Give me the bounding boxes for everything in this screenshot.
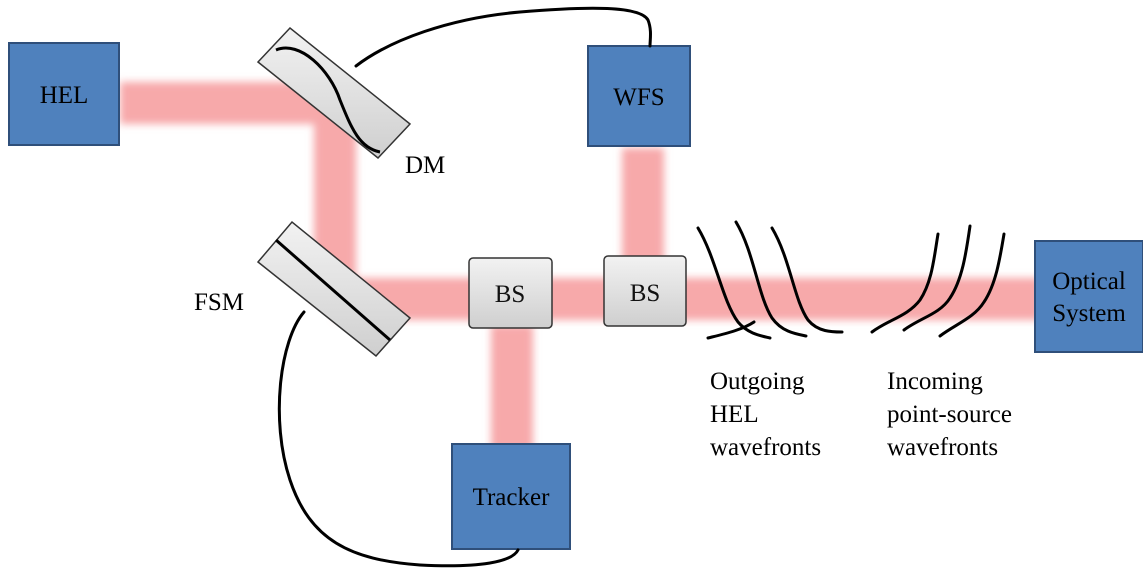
outgoing-caption-line2: HEL bbox=[710, 401, 759, 428]
deformable-mirror bbox=[256, 26, 412, 160]
outgoing-wavefront-1 bbox=[696, 226, 772, 340]
cable-dm-to-wfs bbox=[354, 6, 652, 68]
optical-label-line1: Optical bbox=[1052, 268, 1126, 295]
beam-splitter-right: BS bbox=[603, 255, 687, 327]
bs-right-label: BS bbox=[630, 280, 661, 307]
outgoing-caption: Outgoing HEL wavefronts bbox=[710, 368, 821, 461]
tracker-module: Tracker bbox=[451, 443, 571, 550]
incoming-wavefront-3 bbox=[938, 232, 1006, 338]
hel-module: HEL bbox=[8, 42, 120, 146]
incoming-caption-line2: point-source bbox=[887, 401, 1012, 428]
outgoing-wavefronts bbox=[696, 220, 844, 340]
incoming-caption-line3: wavefronts bbox=[887, 434, 998, 461]
control-cables bbox=[277, 6, 652, 568]
beam-bs-to-wfs bbox=[622, 148, 664, 263]
beam-fsm-to-optical bbox=[335, 278, 1040, 320]
outgoing-wavefront-3 bbox=[770, 226, 844, 334]
fsm-surface-line bbox=[275, 238, 391, 342]
dm-label: DM bbox=[405, 152, 445, 179]
incoming-wavefront-2 bbox=[902, 224, 972, 332]
fast-steering-mirror bbox=[256, 220, 412, 358]
beam-bs-to-tracker bbox=[491, 325, 533, 450]
bs-left-label: BS bbox=[495, 281, 526, 308]
tracker-label: Tracker bbox=[473, 484, 551, 511]
incoming-wavefront-1 bbox=[870, 232, 940, 334]
laser-beams bbox=[120, 82, 1040, 450]
outgoing-caption-line1: Outgoing bbox=[710, 368, 805, 395]
hel-label: HEL bbox=[40, 82, 89, 109]
outgoing-caption-line3: wavefronts bbox=[710, 434, 821, 461]
cable-fsm-to-tracker bbox=[277, 310, 520, 568]
outgoing-wavefront-1-low bbox=[706, 320, 756, 340]
outgoing-wavefront-2 bbox=[734, 220, 808, 338]
optical-label-line2: System bbox=[1052, 300, 1126, 327]
fsm-label: FSM bbox=[194, 289, 244, 316]
dm-surface-curve bbox=[275, 46, 381, 154]
wfs-module: WFS bbox=[587, 45, 691, 147]
wfs-label: WFS bbox=[613, 84, 664, 111]
incoming-caption-line1: Incoming bbox=[887, 368, 983, 395]
incoming-wavefronts bbox=[870, 224, 1006, 338]
beam-splitter-left: BS bbox=[468, 257, 553, 329]
optical-system-module: Optical System bbox=[1034, 240, 1143, 353]
incoming-caption: Incoming point-source wavefronts bbox=[887, 368, 1012, 461]
